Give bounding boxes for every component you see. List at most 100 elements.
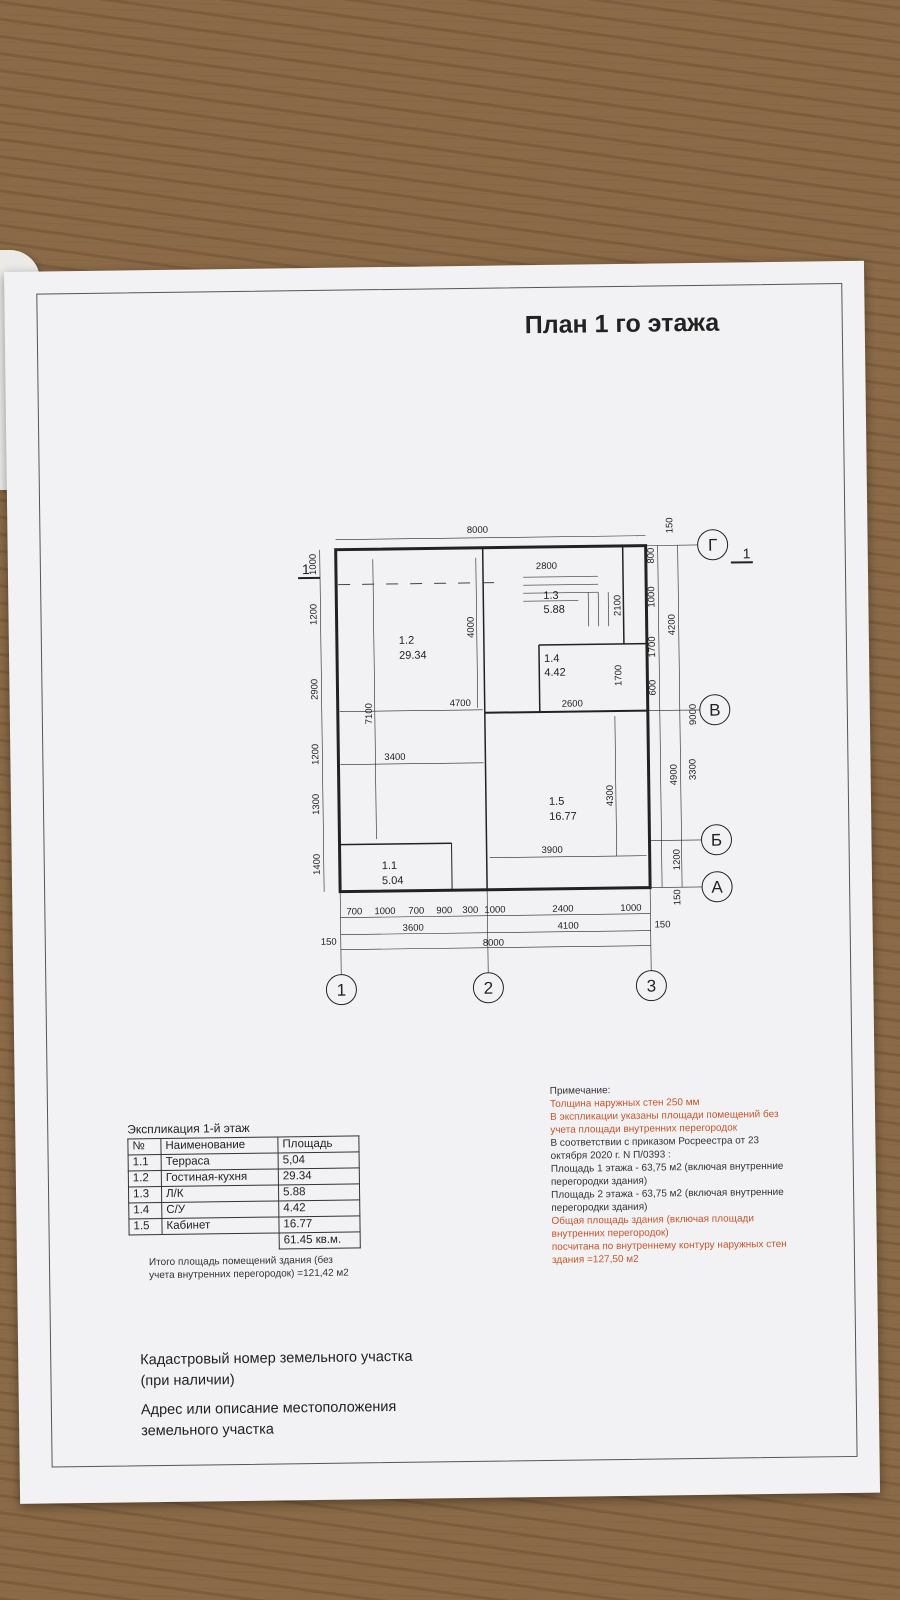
dim-label: 150 [664, 517, 675, 533]
axis-marker [325, 974, 357, 1006]
note-line: В соответствии с приказом Росреестра от … [550, 1135, 760, 1162]
room-num: 1.5 [549, 796, 564, 808]
axis-marker [635, 970, 667, 1002]
dimension-line [677, 545, 683, 888]
dim-label: 150 [655, 919, 671, 930]
dim-label: 2900 [309, 679, 320, 700]
axis-label: 2 [484, 979, 494, 998]
dim-label: 1200 [310, 744, 321, 765]
cadastral-label: Кадастровый номер земельного участка (пр… [140, 1348, 413, 1390]
dim-label: 3400 [384, 752, 405, 763]
dim-label: 1000 [620, 903, 641, 914]
dimension-line [339, 709, 483, 712]
dim-label: 9000 [688, 704, 699, 725]
dimension-line [340, 762, 484, 765]
axis-line [486, 889, 489, 973]
note-line: В экспликации указаны площади помещений … [550, 1108, 779, 1136]
axis-label: Б [711, 831, 722, 850]
dim-label: 700 [408, 906, 424, 917]
dim-label: 1000 [484, 904, 505, 915]
dim-label: 1000 [308, 554, 319, 575]
wall [481, 547, 486, 713]
dim-label: 8000 [467, 525, 488, 536]
room-num: 1.2 [399, 635, 414, 647]
note-line: Общая площадь здания (включая площади вн… [551, 1213, 754, 1240]
note-line: Площадь 1 этажа - 63,75 м2 (включая внут… [550, 1160, 784, 1188]
axis-line [649, 887, 652, 971]
dim-label: 700 [346, 906, 362, 917]
wall [621, 545, 625, 644]
room-area: 5.04 [382, 875, 404, 887]
room-area: 16.77 [549, 811, 577, 823]
wall [538, 645, 541, 713]
dim-label: 4700 [450, 698, 471, 709]
outer-wall [334, 544, 652, 894]
axis-label: Г [708, 536, 717, 555]
room-area: 5.88 [543, 604, 565, 616]
dim-label: 4900 [668, 764, 679, 785]
wall [451, 843, 453, 891]
dim-label: 1000 [374, 906, 395, 917]
dimension-line [340, 930, 651, 935]
explication-table: № Наименование Площадь 1.1 Терраса 5,04 … [127, 1135, 361, 1251]
dimension-line [335, 535, 646, 540]
room-num: 1.4 [544, 653, 559, 665]
dim-label: 3900 [542, 845, 563, 856]
explication-note: Итого площадь помещений здания (без учет… [148, 1254, 349, 1282]
dim-label: 600 [647, 680, 658, 696]
floor-plan: 1.2 29.34 1.3 5.88 1.4 4.42 1.5 16.77 1.… [298, 517, 753, 1006]
dim-label: 3300 [687, 759, 698, 780]
dim-label: 4300 [605, 785, 616, 806]
axis-marker [697, 529, 729, 561]
dim-label: 2100 [612, 595, 623, 616]
section-label: 1 [302, 561, 310, 577]
axis-line [647, 709, 700, 711]
dim-label: 1200 [672, 849, 683, 870]
dashed-line [338, 582, 499, 586]
dim-label: 900 [436, 905, 452, 916]
dimension-line [657, 545, 663, 888]
address-label: Адрес или описание местоположения земель… [140, 1398, 397, 1440]
room-num: 1.3 [543, 590, 558, 602]
axis-line [649, 839, 702, 841]
dim-label: 8000 [483, 938, 504, 949]
dim-label: 1700 [647, 636, 658, 657]
dimension-line [475, 557, 479, 708]
axis-line [650, 886, 703, 888]
dimension-line [319, 549, 325, 892]
dim-label: 1300 [311, 794, 322, 815]
axis-label: 3 [647, 977, 657, 996]
axis-marker [472, 972, 504, 1004]
dim-label: 4100 [558, 921, 579, 932]
axis-marker [700, 824, 732, 856]
dim-label: 300 [462, 905, 478, 916]
dimension-line [489, 855, 647, 858]
dim-label: 4200 [667, 614, 678, 635]
page-title: План 1 го этажа [524, 308, 720, 340]
dim-label: 800 [646, 548, 657, 564]
dim-label: 2800 [536, 561, 557, 572]
dim-label: 7100 [364, 703, 375, 724]
dim-label: 150 [321, 937, 337, 948]
axis-line [339, 891, 342, 975]
wall [538, 642, 647, 646]
dimension-line [340, 945, 651, 950]
dimension-line [372, 559, 377, 840]
dim-label: 150 [672, 889, 683, 905]
explication-title: Экспликация 1-й этаж [127, 1120, 250, 1137]
room-num: 1.1 [382, 860, 397, 872]
note-line: посчитана по внутреннему контуру наружны… [551, 1238, 787, 1266]
axis-label: А [711, 878, 723, 897]
dimension-line [340, 913, 651, 918]
table-total-row: 61.45 кв.м. [129, 1231, 361, 1251]
axis-line [645, 544, 698, 546]
dim-label: 3600 [403, 923, 424, 934]
dim-label: 2400 [552, 904, 573, 915]
room-area: 4.42 [544, 667, 566, 679]
axis-label: В [709, 701, 721, 720]
dim-label: 2600 [562, 698, 583, 709]
wall [484, 712, 488, 890]
document-sheet: План 1 го этажа [4, 260, 881, 1504]
room-area: 29.34 [399, 650, 427, 662]
wall [339, 842, 452, 846]
